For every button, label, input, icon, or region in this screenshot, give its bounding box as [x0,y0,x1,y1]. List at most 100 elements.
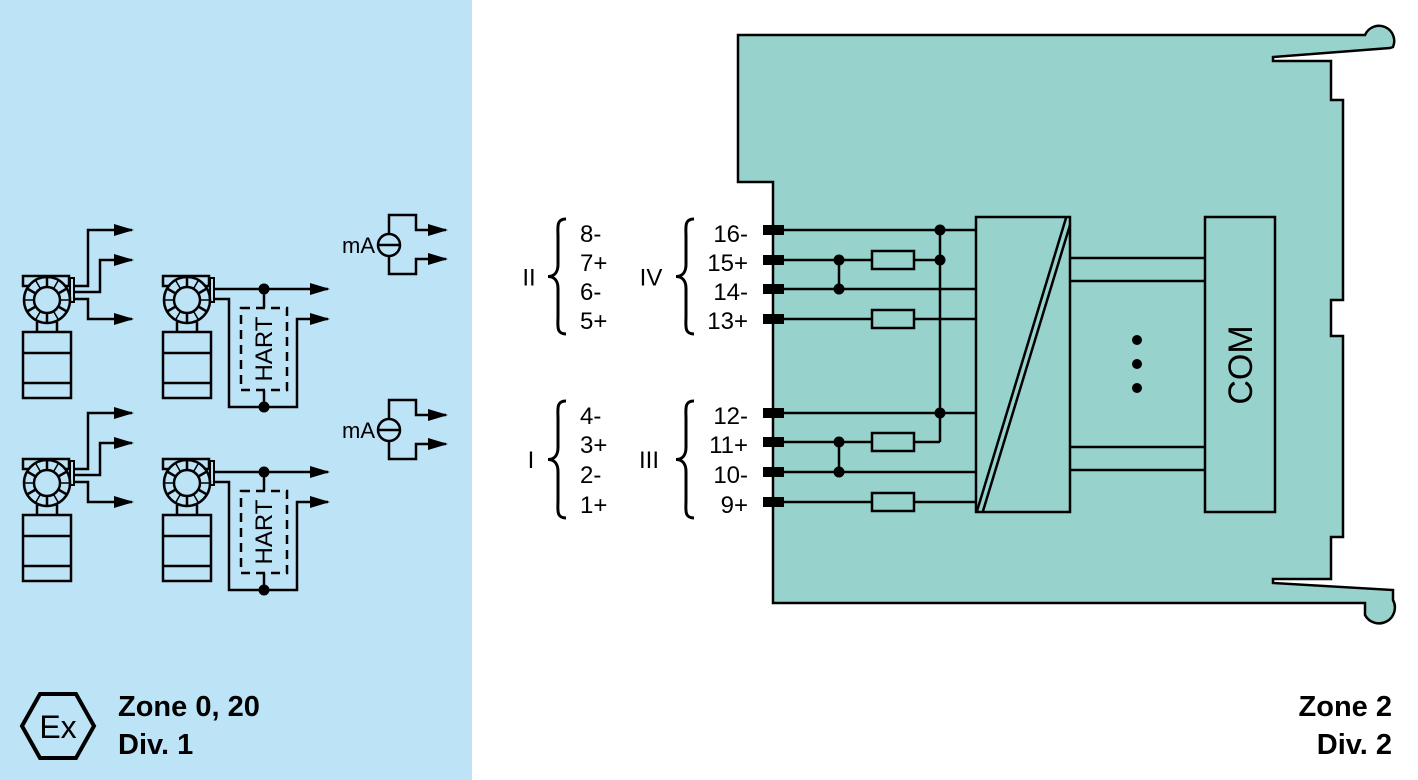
wire [74,297,132,321]
channel-group-IV: IV 16-15+14-13+ [640,217,748,336]
junction-dot [833,254,845,266]
ma-label: mA [342,418,375,443]
wire [214,297,328,409]
terminal-label: 6- [580,279,601,306]
hazardous-div-label: Div. 1 [118,729,193,761]
brace-icon [675,399,695,520]
arrow-head-icon [428,409,448,421]
wire [387,398,446,419]
transmitter-body [21,330,73,400]
safe-zone-label: Zone 2 [1299,691,1392,723]
transmitter-spoke [34,279,42,290]
internal-bus [1070,256,1205,472]
hart-label: HART [251,499,278,564]
transmitter-spoke [34,310,42,321]
transmitter-neck [35,505,59,514]
wire [387,256,446,276]
transmitter-spoke [174,310,182,321]
terminal-block-icon [763,497,784,507]
channel-numeral: I [528,447,535,474]
transmitter-body [21,513,73,583]
arrow-head-icon [310,496,330,508]
hazardous-zone-label: Zone 0, 20 [118,691,260,723]
terminal-label: 5+ [580,308,607,335]
channel-group-I: I4-3+2-1+ [528,399,607,520]
arrow-head-icon [114,407,134,419]
transmitter-spoke [52,279,60,290]
transmitter-spoke [57,287,68,295]
terminal-block-icon [763,225,784,235]
terminal-label: 7+ [580,250,607,277]
transmitter-spoke [26,287,37,295]
arrow-head-icon [428,438,448,450]
transmitter-neck [175,505,199,514]
ex-symbol-text: Ex [39,709,76,745]
terminal-label: 4- [580,403,601,430]
resistor-icon [870,431,916,453]
terminal-label: 10- [713,462,748,489]
junction-dot [934,407,946,419]
terminal-label: 16- [713,221,748,248]
ma-label: mA [342,233,375,258]
ellipsis-dots [1132,335,1142,393]
arrow-head-icon [428,224,448,236]
wire [74,480,132,504]
wire [387,441,446,461]
hazardous-area-panel [0,0,472,780]
junction-dot [934,254,946,266]
arrow-head-icon [310,466,330,478]
transmitter-spoke [57,470,68,478]
transmitter-neck [35,322,59,331]
transmitter-spoke [174,462,182,473]
transmitter-spoke [197,287,208,295]
terminal-label: 14- [713,279,748,306]
transmitter-spoke [192,279,200,290]
isolation-block [974,215,1072,514]
arrow-head-icon [310,283,330,295]
transmitter-spoke [57,305,68,313]
terminal-block-icon [763,255,784,265]
transmitter-connector [69,277,75,303]
terminal-label: 12- [713,403,748,430]
terminal-block-icon [763,314,784,324]
terminal-block-icon [763,467,784,477]
brace-icon [547,217,567,336]
wire [74,411,132,471]
terminal-labels: II8-7+6-5+I4-3+2-1+IV16-15+14-13+III12-1… [522,217,748,520]
terminal-label: 13+ [707,308,748,335]
transmitter-spoke [34,462,42,473]
arrow-head-icon [114,313,134,325]
transmitter-spoke [166,470,177,478]
arrow-head-icon [114,496,134,508]
transmitter-spoke [34,493,42,504]
safe-div-label: Div. 2 [1317,729,1392,761]
channel-numeral: IV [640,265,663,292]
wire [214,480,328,592]
terminal-label: 9+ [721,492,748,519]
terminal-label: 15+ [707,250,748,277]
transmitter-spoke [192,310,200,321]
transmitter-spoke [197,470,208,478]
transmitter-spoke [174,279,182,290]
terminal-label: 11+ [709,432,748,459]
terminal-block-icon [763,437,784,447]
channel-group-II: II8-7+6-5+ [522,217,607,336]
transmitter-body [161,513,213,583]
arrow-head-icon [114,437,134,449]
transmitter-connector [69,460,75,486]
arrow-head-icon [114,254,134,266]
arrow-head-icon [428,253,448,265]
brace-icon [675,217,695,336]
transmitter-spoke [26,305,37,313]
transmitter-spoke [57,488,68,496]
resistor-icon [870,491,916,513]
terminal-label: 3+ [580,432,607,459]
wire [74,228,132,288]
terminal-label: 1+ [580,492,607,519]
transmitter-icon [161,457,215,583]
brace-icon [547,399,567,520]
transmitter-spoke [166,287,177,295]
channel-numeral: II [522,265,535,292]
